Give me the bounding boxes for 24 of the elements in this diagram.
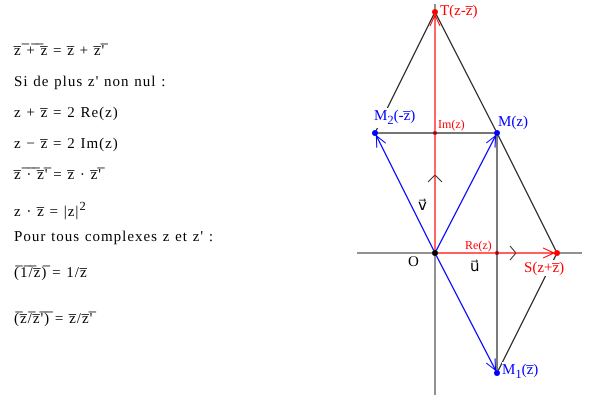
connecting-line bbox=[498, 135, 556, 251]
vector-label: v⃗ bbox=[418, 196, 427, 214]
connecting-line bbox=[496, 136, 498, 370]
vector-arrow bbox=[436, 255, 496, 371]
connecting-line bbox=[436, 14, 496, 131]
formula-text: (̅1̅/̅z̅)̅ = 1/z̅ bbox=[14, 264, 88, 282]
vector-label: u⃗ bbox=[470, 257, 480, 275]
formula-text: z + z̅ = 2 Re(z) bbox=[14, 104, 119, 122]
formula-text: z̅ ̅+̅ ̅z̅ = z̅ + z̅'̅ bbox=[14, 42, 106, 60]
formula-text: Pour tous complexes z et z' : bbox=[14, 228, 214, 246]
formula-text: Si de plus z' non nul : bbox=[14, 73, 166, 91]
vector-arrow bbox=[376, 135, 434, 251]
vector-arrow bbox=[430, 14, 440, 250]
connecting-line bbox=[378, 132, 494, 134]
formula-text: z − z̅ = 2 Im(z) bbox=[14, 135, 119, 153]
formula-text: z · z̅ = |z|$^{2}$ bbox=[14, 198, 87, 221]
point-label: Re(z) bbox=[465, 237, 492, 254]
point-label: T(z-z̅) bbox=[440, 3, 478, 19]
point-label: M(z) bbox=[498, 114, 528, 130]
vector-arrow bbox=[438, 248, 554, 258]
point-label: S(z+z̅) bbox=[524, 260, 564, 276]
point-label: Im(z) bbox=[438, 116, 465, 133]
point-label: M$_{2}$(-z̅) bbox=[374, 108, 416, 128]
vector-arrow bbox=[436, 135, 496, 251]
